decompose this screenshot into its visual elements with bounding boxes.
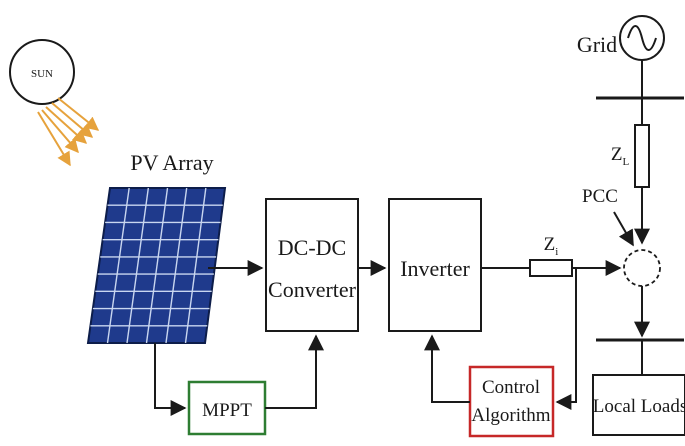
sun-icon: SUN — [9, 39, 75, 105]
mppt-label: MPPT — [202, 400, 252, 421]
dcdc-converter-block — [265, 198, 359, 332]
sun-label: SUN — [31, 68, 53, 80]
pcc-to-control-arrow — [555, 268, 577, 410]
panel-cell-column-divider — [165, 187, 188, 344]
control-line1: Control — [482, 377, 540, 398]
mppt-block — [187, 380, 267, 436]
control-line2: Algorithm — [471, 405, 550, 426]
inverter-label: Inverter — [400, 256, 470, 281]
pv-to-mppt-arrow — [154, 343, 187, 416]
dcdc-line2: Converter — [268, 277, 357, 302]
local-loads-label: Local Loads — [593, 396, 685, 417]
pcc-label: PCC — [582, 186, 618, 207]
inverter-block — [388, 198, 482, 332]
pcc-node — [623, 249, 661, 287]
control-to-inverter-arrow — [424, 334, 470, 403]
zi-label: Zi — [544, 234, 559, 258]
control-algorithm-block — [468, 365, 555, 438]
panel-cell-column-divider — [126, 187, 150, 344]
panel-cell-column-divider — [184, 187, 207, 344]
pcc-pointer — [613, 211, 634, 247]
pv-panel-icon — [86, 187, 227, 344]
grid-source-icon — [619, 15, 665, 61]
panel-cell-column-divider — [106, 187, 130, 344]
inverter-impedance-zi — [529, 259, 573, 277]
sun-rays — [37, 97, 100, 167]
mppt-to-dcdc-arrow — [265, 334, 324, 409]
panel-cell-column-divider — [145, 187, 169, 344]
pv-array-label: PV Array — [130, 150, 213, 175]
zl-label: ZL — [611, 144, 630, 168]
local-loads-block — [592, 374, 685, 436]
line-impedance-zl — [634, 124, 650, 188]
dcdc-line1: DC-DC — [278, 235, 346, 260]
grid-label: Grid — [577, 32, 617, 57]
